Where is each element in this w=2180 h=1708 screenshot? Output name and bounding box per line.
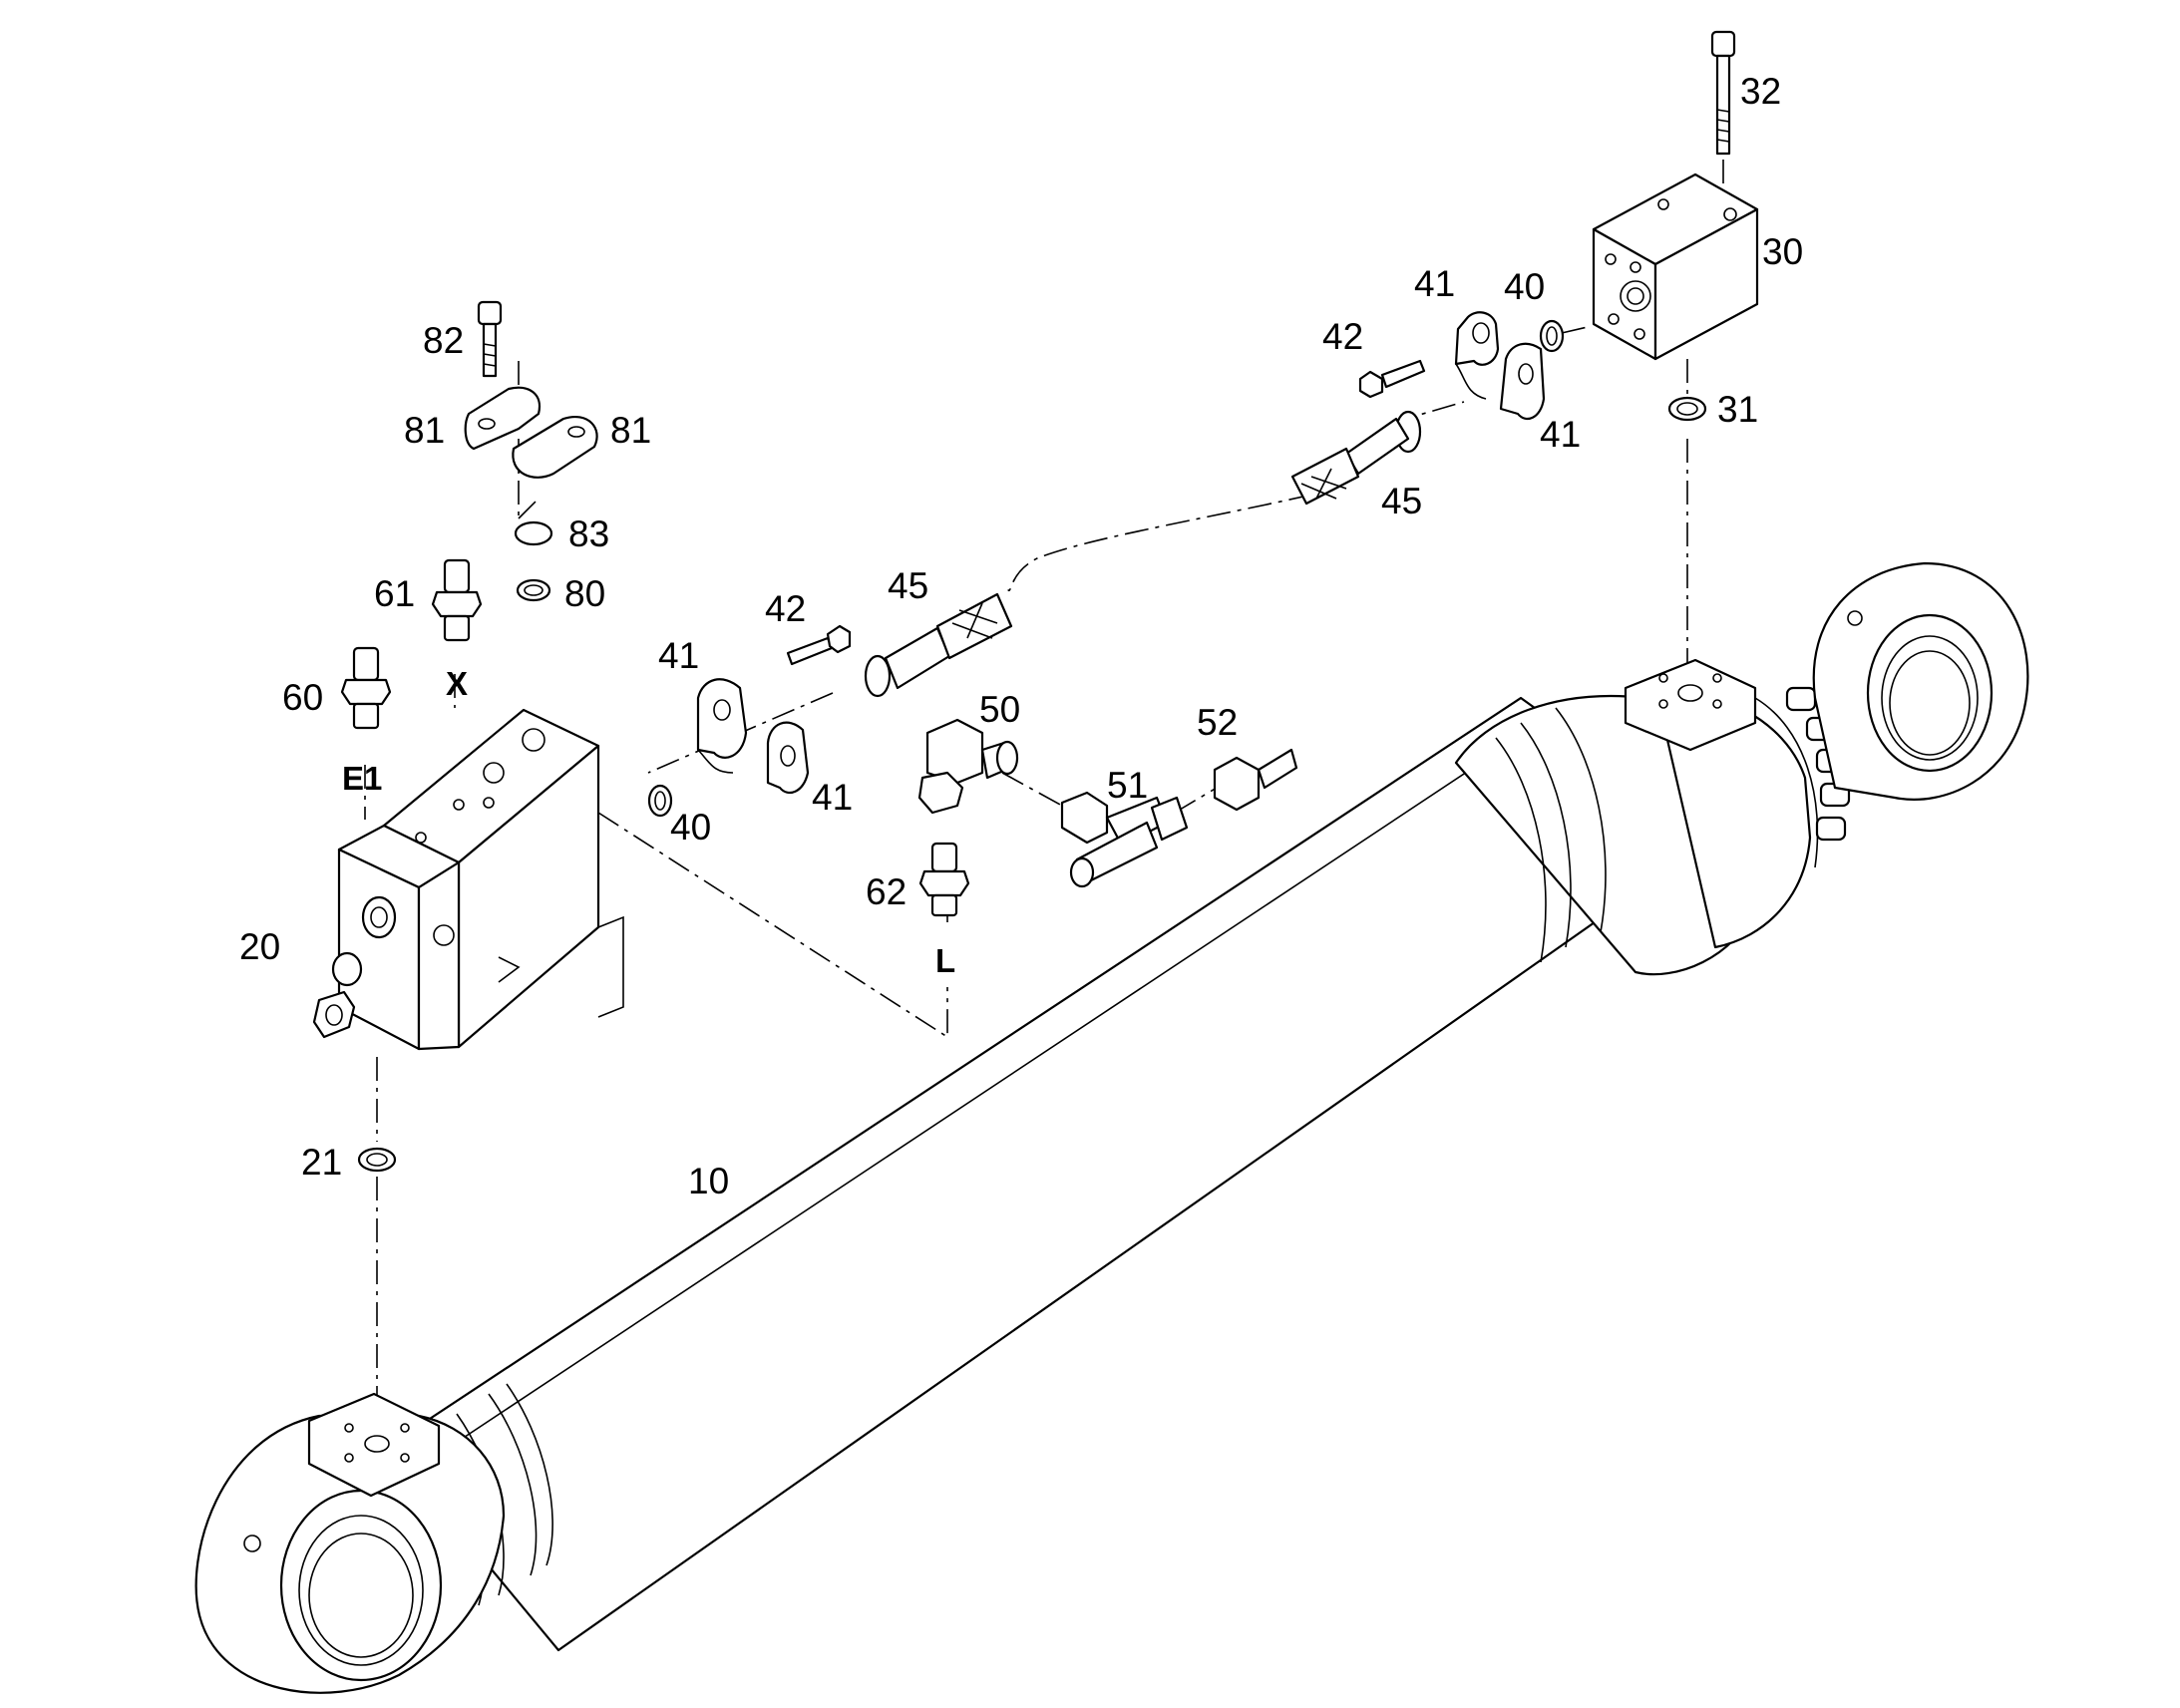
callout-81-right: 81 [610, 410, 651, 451]
callout-30: 30 [1762, 231, 1803, 272]
half-flange-81-left [464, 386, 542, 451]
hose-fitting-45-lower [864, 592, 1013, 698]
callout-62: 62 [866, 871, 907, 912]
callout-10: 10 [688, 1161, 729, 1201]
callout-82: 82 [423, 320, 464, 361]
screw-82 [477, 300, 503, 378]
callout-50: 50 [979, 689, 1020, 730]
port-label-x: X [446, 665, 468, 702]
screw-42-lower [786, 624, 852, 666]
callout-40-upper: 40 [1504, 266, 1545, 307]
fitting-60 [340, 646, 392, 730]
tee-fitting-51 [1060, 791, 1189, 888]
half-flange-41-lower [696, 678, 810, 795]
callout-45-upper: 45 [1381, 481, 1422, 521]
ring-83 [514, 520, 553, 546]
hose-fitting-45-upper [1290, 410, 1422, 506]
fitting-61 [431, 558, 483, 642]
seal-ring-80 [516, 578, 551, 602]
callout-51: 51 [1107, 765, 1148, 806]
seal-ring-21 [357, 1147, 397, 1173]
callout-80: 80 [564, 573, 605, 614]
seal-ring-40-upper [1539, 319, 1565, 353]
callout-41-upper-left: 41 [1414, 263, 1455, 304]
callout-42-lower: 42 [765, 588, 806, 629]
callout-31: 31 [1717, 389, 1758, 430]
callout-52: 52 [1197, 702, 1238, 743]
hydraulic-cylinder-10 [194, 561, 2029, 1694]
elbow-fitting-50 [917, 718, 1019, 815]
callout-20: 20 [239, 926, 280, 967]
callout-21: 21 [301, 1142, 342, 1183]
callout-41-upper-right: 41 [1540, 414, 1581, 455]
port-label-e1: E1 [342, 760, 382, 797]
callout-83: 83 [568, 513, 609, 554]
seal-ring-31 [1667, 396, 1707, 422]
callout-81-left: 81 [404, 410, 445, 451]
port-label-l: L [935, 942, 955, 979]
half-flange-41-upper [1454, 311, 1546, 421]
callout-61: 61 [374, 573, 415, 614]
callout-41-lower-left: 41 [658, 635, 699, 676]
bolt-32 [1710, 30, 1736, 156]
valve-20 [312, 708, 624, 1051]
callout-45-lower: 45 [888, 565, 928, 606]
half-flange-81-right [512, 416, 598, 479]
fitting-62 [918, 842, 970, 917]
valve-block-30 [1592, 172, 1759, 361]
callout-41-lower-right: 41 [812, 777, 853, 818]
callout-60: 60 [282, 677, 323, 718]
screw-42-upper [1358, 359, 1426, 399]
callout-labels: 32 30 31 40 41 42 41 45 82 81 81 83 80 6… [239, 71, 1803, 1201]
callout-42-upper: 42 [1322, 316, 1363, 357]
callout-32: 32 [1740, 71, 1781, 112]
fitting-52 [1213, 748, 1298, 812]
seal-ring-40-lower [647, 784, 673, 818]
callout-40-lower: 40 [670, 807, 711, 848]
